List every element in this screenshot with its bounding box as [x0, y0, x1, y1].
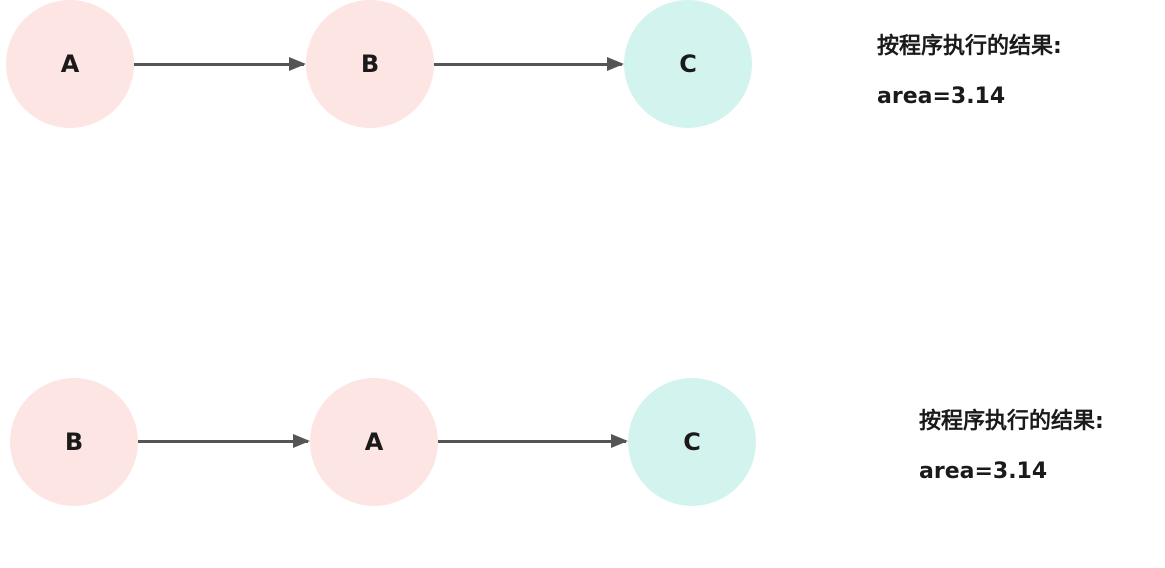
- arrow-right-icon: [134, 57, 306, 71]
- node-a: A: [6, 0, 134, 128]
- result-title: 按程序执行的结果:: [877, 34, 1062, 59]
- result-text: 按程序执行的结果: area=3.14: [919, 407, 1104, 487]
- arrow-right-icon: [138, 434, 310, 448]
- result-text: 按程序执行的结果: area=3.14: [877, 32, 1062, 112]
- arrow-right-icon: [438, 434, 628, 448]
- node-b: B: [306, 0, 434, 128]
- result-value: area=3.14: [877, 84, 1006, 109]
- flow-diagram-1: A B C 按程序执行的结果: area=3.14: [0, 0, 1165, 140]
- node-a: A: [310, 378, 438, 506]
- result-title: 按程序执行的结果:: [919, 409, 1104, 434]
- node-b: B: [10, 378, 138, 506]
- arrow-right-icon: [434, 57, 624, 71]
- flow-diagram-2: B A C 按程序执行的结果: area=3.14: [0, 374, 1165, 514]
- result-value: area=3.14: [919, 459, 1048, 484]
- node-c: C: [624, 0, 752, 128]
- node-c: C: [628, 378, 756, 506]
